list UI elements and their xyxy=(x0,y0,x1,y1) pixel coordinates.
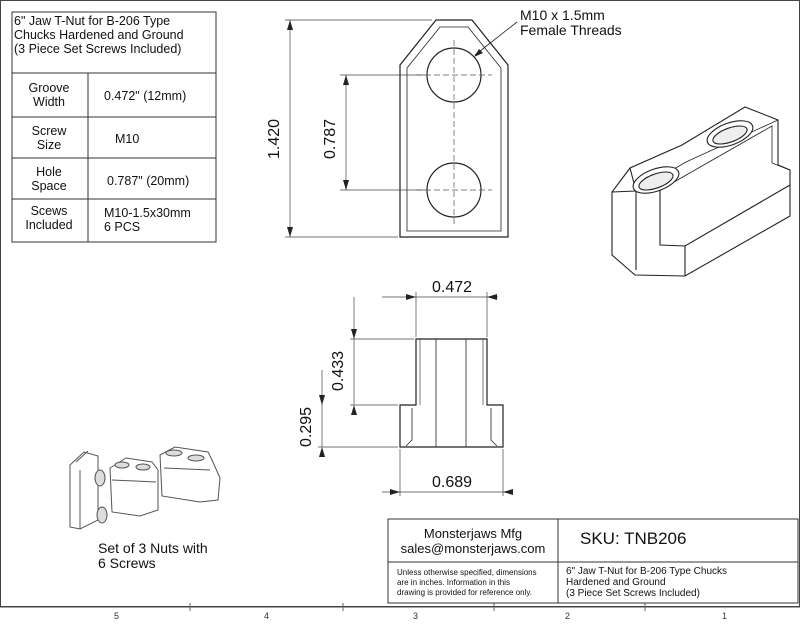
spec-value-groove-width: 0.472" (12mm) xyxy=(104,89,187,103)
top-view-outline xyxy=(399,19,509,238)
zone-label: 4 xyxy=(264,611,270,621)
thread-callout: M10 x 1.5mm Female Threads xyxy=(520,7,622,38)
dim-base-width: 0.689 xyxy=(432,474,473,491)
spec-table-title: 6" Jaw T-Nut for B-206 Type Chucks Harde… xyxy=(14,14,214,56)
top-view-chamfer xyxy=(406,26,502,232)
spec-label-screws-included: Scews Included xyxy=(25,204,73,232)
spec-value-hole-space: 0.787" (20mm) xyxy=(107,174,190,188)
zone-label: 1 xyxy=(722,611,728,621)
company-email: sales@monsterjaws.com xyxy=(400,541,546,556)
part-description: 6" Jaw T-Nut for B-206 Type Chucks Harde… xyxy=(566,566,728,599)
dim-overall-length: 1.420 xyxy=(266,118,284,160)
spec-value-screws-included: M10-1.5x30mm 6 PCS xyxy=(104,206,191,234)
company-name: Monsterjaws Mfg xyxy=(423,526,523,541)
spec-title-line: Chucks Hardened and Ground xyxy=(14,28,184,42)
top-view xyxy=(285,19,518,238)
sku-label: SKU: TNB206 xyxy=(580,529,687,548)
zone-label: 5 xyxy=(114,611,120,621)
set-nut-2 xyxy=(109,457,159,517)
zone-label: 2 xyxy=(565,611,571,621)
disclaimer: Unless otherwise specified, dimensions a… xyxy=(397,568,537,597)
nut-set-image xyxy=(69,446,221,530)
dim-upper-height: 0.433 xyxy=(330,350,348,392)
dim-lower-height: 0.295 xyxy=(298,406,316,448)
isometric-view xyxy=(611,106,791,277)
spec-table-frame xyxy=(11,11,217,243)
front-view-outline xyxy=(399,338,504,448)
spec-title-line: 6" Jaw T-Nut for B-206 Type xyxy=(14,14,171,28)
spec-label-hole-space: Hole Space xyxy=(31,165,67,193)
dim-top-width: 0.472 xyxy=(432,279,473,296)
dim-hole-space: 0.787 xyxy=(322,118,340,160)
spec-label-groove-width: Groove Width xyxy=(28,81,70,109)
zone-ticks xyxy=(189,603,646,611)
zone-label: 3 xyxy=(413,611,419,621)
spec-label-screw-size: Screw Size xyxy=(31,124,67,152)
spec-value-screw-size: M10 xyxy=(115,132,140,146)
title-block-frame xyxy=(387,518,799,604)
front-view xyxy=(318,292,513,496)
spec-title-line: (3 Piece Set Screws Included) xyxy=(14,42,182,56)
company-info: Monsterjaws Mfg sales@monsterjaws.com xyxy=(388,526,558,556)
set-note: Set of 3 Nuts with 6 Screws xyxy=(98,540,208,571)
set-nut-3 xyxy=(159,446,221,503)
set-nut-1 xyxy=(69,451,99,530)
